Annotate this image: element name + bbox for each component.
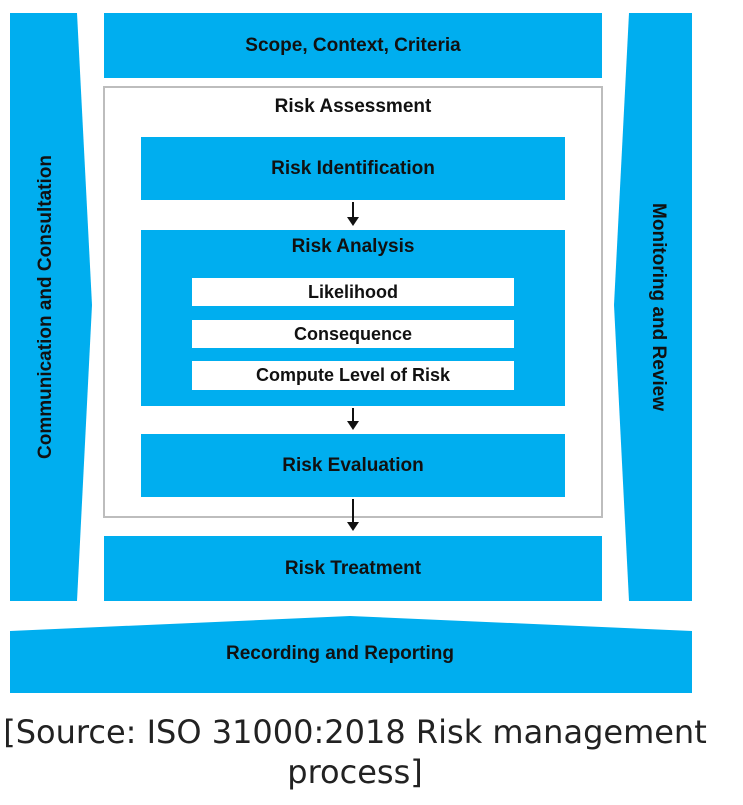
monitoring-review-label: Monitoring and Review xyxy=(648,203,669,411)
risk-assessment-title: Risk Assessment xyxy=(274,96,432,117)
risk-analysis-title: Risk Analysis xyxy=(291,236,415,257)
recording-reporting-arrow xyxy=(10,616,692,693)
recording-reporting-label: Recording and Reporting xyxy=(226,643,454,664)
down-arrow-icon xyxy=(347,408,359,430)
communication-consultation-arrow xyxy=(10,13,92,601)
risk-evaluation-box: Risk Evaluation xyxy=(141,434,565,497)
consequence-box: Consequence xyxy=(192,320,514,348)
scope-context-criteria-box: Scope, Context, Criteria xyxy=(104,13,602,78)
likelihood-box: Likelihood xyxy=(192,278,514,306)
down-arrow-icon xyxy=(347,499,359,531)
source-caption: [Source: ISO 31000:2018 Risk management … xyxy=(3,713,707,791)
monitoring-review-arrow xyxy=(614,13,692,601)
compute-level-of-risk-box: Compute Level of Risk xyxy=(192,361,514,390)
risk-identification-box: Risk Identification xyxy=(141,137,565,200)
risk-treatment-box: Risk Treatment xyxy=(104,536,602,601)
communication-consultation-label: Communication and Consultation xyxy=(35,155,56,459)
down-arrow-icon xyxy=(347,202,359,226)
